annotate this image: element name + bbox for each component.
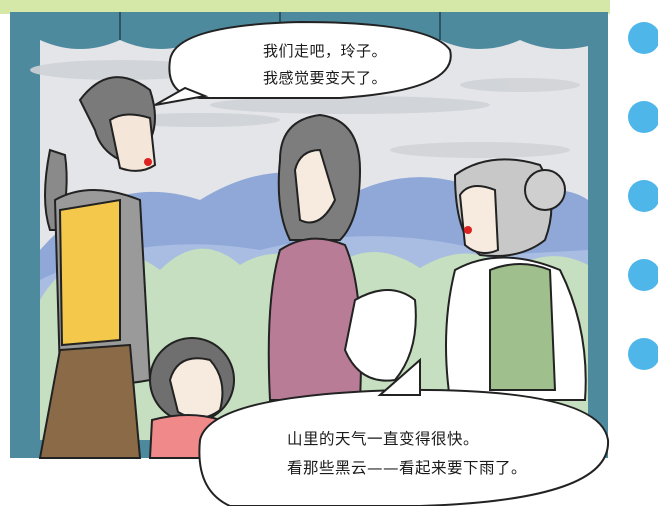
woman-figure (267, 113, 417, 401)
speech-bottom-line-1: 山里的天气一直变得很快。 (287, 430, 480, 448)
child-figure (148, 337, 235, 459)
man-figure (38, 76, 157, 459)
speech-bubble-bottom (198, 357, 610, 506)
speech-top-line-1: 我们走吧，玲子。 (263, 42, 388, 60)
margin-dots (628, 22, 658, 370)
speech-top-line-2: 我感觉要变天了。 (263, 69, 388, 87)
speech-bubble-top (154, 20, 452, 106)
old-woman-figure (445, 158, 587, 401)
speech-bottom-line-2: 看那些黑云——看起来要下雨了。 (287, 459, 528, 477)
top-strip (0, 0, 610, 14)
